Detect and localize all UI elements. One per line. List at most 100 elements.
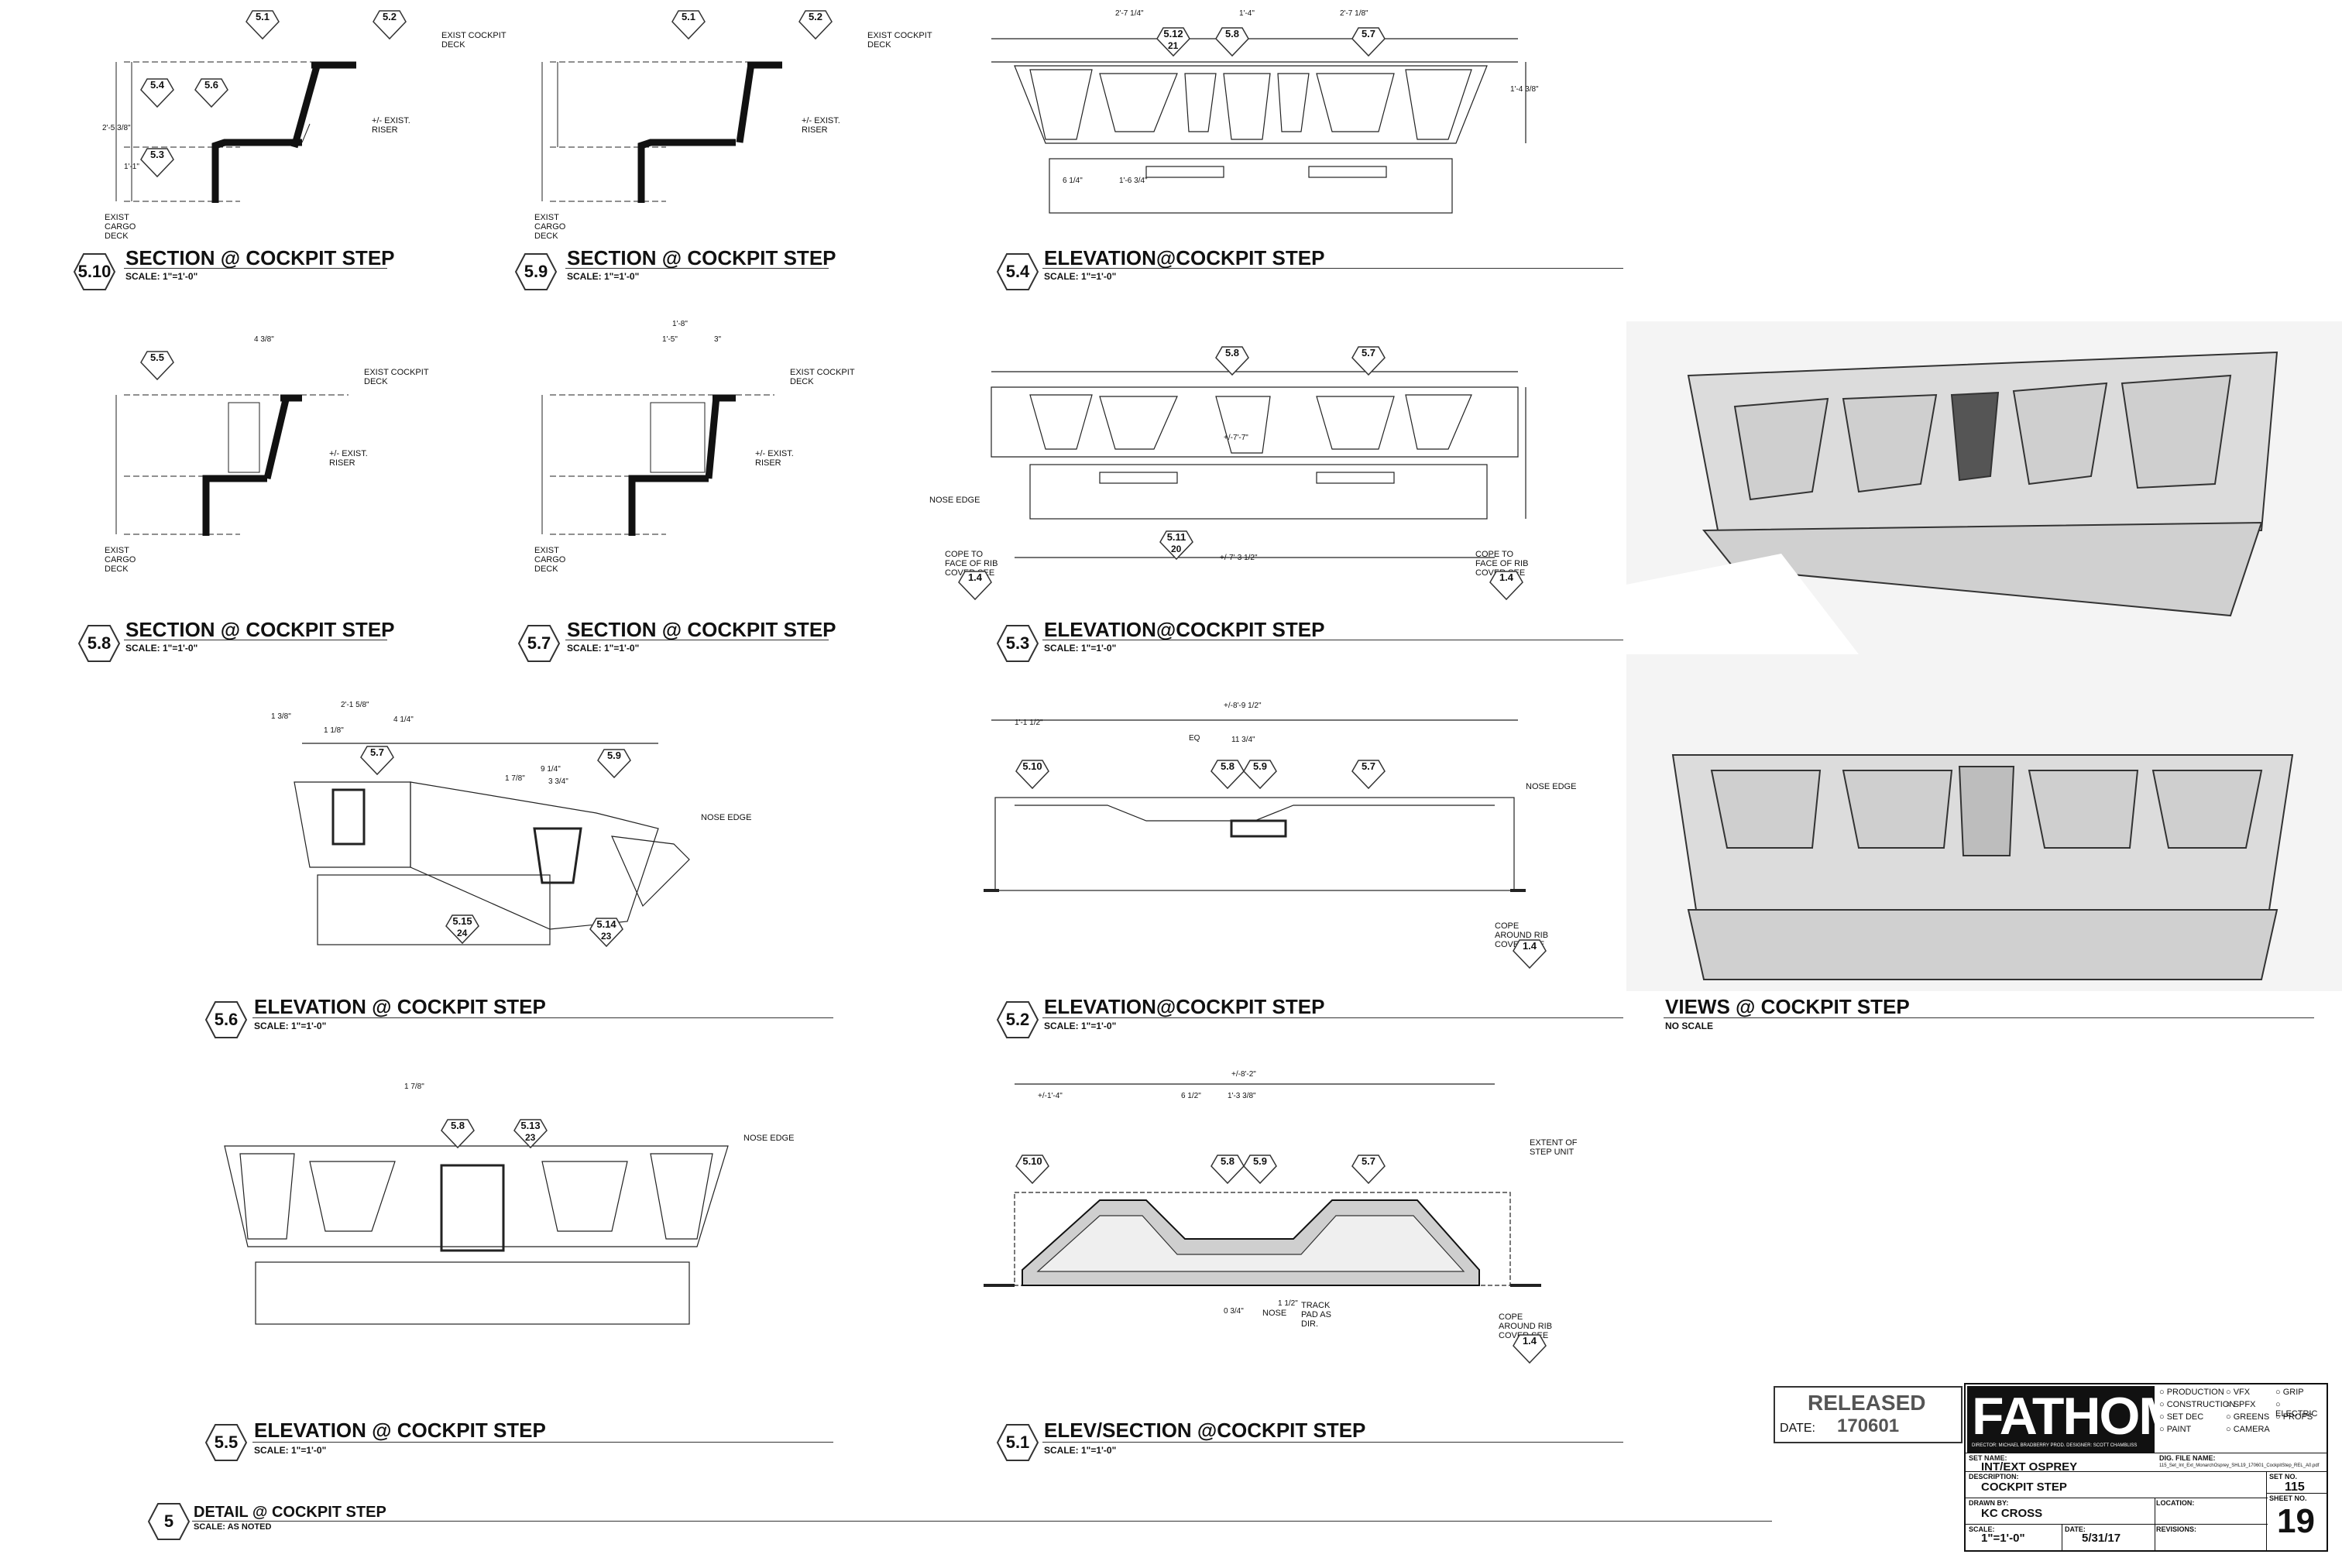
check-set-dec[interactable]: ○ SET DEC <box>2159 1412 2204 1422</box>
divider <box>1966 1471 2327 1472</box>
check-construction[interactable]: ○ CONSTRUCTION <box>2159 1400 2236 1409</box>
dimension: 1'-8" <box>672 320 688 328</box>
note-nose: NOSE <box>1262 1309 1287 1318</box>
released-label: RELEASED <box>1808 1391 1926 1415</box>
note-exist-cargo-deck: EXIST CARGO DECK <box>534 546 566 574</box>
callout-5-5: 5.5 <box>139 350 175 381</box>
callout-5-12: 5.12 <box>1156 26 1191 57</box>
dimension: 6 1/2" <box>1181 1092 1201 1100</box>
callout-5-7: 5.7 <box>359 745 395 776</box>
note-nose-edge: NOSE EDGE <box>701 813 752 822</box>
dimension: 1'-1" <box>124 163 139 171</box>
check-vfx[interactable]: ○ VFX <box>2226 1388 2251 1397</box>
callout-5-13: 5.13 <box>513 1118 548 1149</box>
callout-5-9: 5.9 <box>596 748 632 779</box>
view-title-5: DETAIL @ COCKPIT STEP <box>194 1504 386 1521</box>
dimension: +/-8'-9 1/2" <box>1224 702 1262 710</box>
render-view-top <box>1626 321 2342 654</box>
dimension: +/-7'-3 1/2" <box>1220 554 1258 562</box>
revisions-label: REVISIONS: <box>2156 1525 2197 1533</box>
title-rule <box>565 268 829 269</box>
released-stamp: RELEASED DATE: 170601 <box>1774 1386 1963 1443</box>
set-no-label: SET NO. <box>2269 1473 2298 1481</box>
scale-label: SCALE: <box>1969 1525 1995 1533</box>
section-5-7-drawing <box>527 341 929 573</box>
divider <box>2266 1493 2327 1494</box>
elevation-5-5-drawing <box>217 1123 759 1378</box>
note-nose-edge: NOSE EDGE <box>1526 782 1577 791</box>
divider <box>1966 1524 2268 1525</box>
callout-5-9: 5.9 <box>1242 1154 1278 1185</box>
title-block: FATHOM DIRECTOR: MICHAEL BRADBERRY PROD.… <box>1964 1383 2328 1552</box>
dimension: 4 3/8" <box>254 335 274 344</box>
view-scale-renders: NO SCALE <box>1665 1021 1714 1031</box>
check-camera[interactable]: ○ CAMERA <box>2226 1425 2270 1434</box>
title-rule <box>1042 1017 1623 1018</box>
view-marker-5-9: 5.9 <box>514 252 558 291</box>
note-exist-cockpit-deck: EXIST COCKPIT DECK <box>867 31 932 50</box>
dimension: +/-7'-7" <box>1224 434 1248 442</box>
callout-5-10: 5.10 <box>1015 759 1050 790</box>
callout-count: 23 <box>601 931 612 942</box>
view-title-5-7: SECTION @ COCKPIT STEP <box>567 618 836 641</box>
view-marker-5-2: 5.2 <box>996 1000 1039 1039</box>
dept-checklist: ○ PRODUCTION ○ CONSTRUCTION ○ SET DEC ○ … <box>2159 1388 2323 1450</box>
view-scale-5: SCALE: AS NOTED <box>194 1522 272 1532</box>
view-title-5-10: SECTION @ COCKPIT STEP <box>125 246 395 269</box>
callout-5-8: 5.8 <box>440 1118 476 1149</box>
description-label: DESCRIPTION: <box>1969 1473 2019 1481</box>
view-scale-5-3: SCALE: 1"=1'-0" <box>1044 643 1117 654</box>
logo-box: FATHOM DIRECTOR: MICHAEL BRADBERRY PROD.… <box>1967 1386 2182 1453</box>
dimension: 2'-5 3/8" <box>102 124 131 132</box>
callout-5-7: 5.7 <box>1351 1154 1386 1185</box>
view-scale-5-9: SCALE: 1"=1'-0" <box>567 271 640 282</box>
check-spfx[interactable]: ○ SPFX <box>2226 1400 2256 1409</box>
check-paint[interactable]: ○ PAINT <box>2159 1425 2192 1434</box>
note-exist-riser: +/- EXIST. RISER <box>329 449 368 468</box>
dimension: 4 1/4" <box>393 715 414 724</box>
note-nose-edge: NOSE EDGE <box>743 1134 795 1143</box>
note-exist-cargo-deck: EXIST CARGO DECK <box>105 213 136 241</box>
callout-5-9: 5.9 <box>1242 759 1278 790</box>
check-grip[interactable]: ○ GRIP <box>2275 1388 2304 1397</box>
callout-5-15: 5.15 <box>445 914 480 945</box>
check-electric[interactable]: ○ ELECTRIC <box>2275 1400 2318 1419</box>
view-marker-5-5: 5.5 <box>204 1423 248 1462</box>
dimension: 1 7/8" <box>404 1083 424 1091</box>
callout-5-8: 5.8 <box>1210 759 1245 790</box>
dimension: 1'-4 3/8" <box>1510 85 1539 94</box>
callout-1-4: 1.4 <box>1489 570 1524 601</box>
note-exist-riser: +/- EXIST. RISER <box>755 449 794 468</box>
dimension: 2'-7 1/8" <box>1340 9 1368 18</box>
callout-5-7: 5.7 <box>1351 26 1386 57</box>
note-exist-cockpit-deck: EXIST COCKPIT DECK <box>364 368 429 386</box>
set-name: INT/EXT OSPREY <box>1981 1460 2078 1474</box>
callout-5-2: 5.2 <box>798 9 833 40</box>
elevation-5-2-drawing <box>984 705 1564 952</box>
dimension: 1 7/8" <box>505 774 525 783</box>
callout-5-3: 5.3 <box>139 147 175 178</box>
view-scale-5-6: SCALE: 1"=1'-0" <box>254 1021 327 1031</box>
callout-5-1: 5.1 <box>671 9 706 40</box>
view-title-5-5: ELEVATION @ COCKPIT STEP <box>254 1419 546 1442</box>
title-rule <box>1042 268 1623 269</box>
title-rule <box>1664 1017 2314 1018</box>
callout-5-14: 5.14 <box>589 917 624 948</box>
check-production[interactable]: ○ PRODUCTION <box>2159 1388 2224 1397</box>
callout-1-4: 1.4 <box>957 570 993 601</box>
callout-5-6: 5.6 <box>194 77 229 108</box>
dimension: 1'-4" <box>1239 9 1255 18</box>
callout-5-10: 5.10 <box>1015 1154 1050 1185</box>
note-exist-riser: +/- EXIST. RISER <box>372 116 410 135</box>
check-props[interactable]: ○ PROPS <box>2275 1412 2313 1422</box>
elevation-5-1-drawing <box>984 1069 1564 1378</box>
note-extent: EXTENT OF STEP UNIT <box>1530 1138 1578 1157</box>
view-title-5-2: ELEVATION@COCKPIT STEP <box>1044 995 1325 1018</box>
dimension: 1'-1 1/2" <box>1015 719 1043 727</box>
dimension: +/-8'-2" <box>1231 1070 1256 1079</box>
section-5-8-drawing <box>101 341 503 573</box>
section-5-10-drawing <box>101 8 503 240</box>
check-greens[interactable]: ○ GREENS <box>2226 1412 2270 1422</box>
callout-5-4: 5.4 <box>139 77 175 108</box>
